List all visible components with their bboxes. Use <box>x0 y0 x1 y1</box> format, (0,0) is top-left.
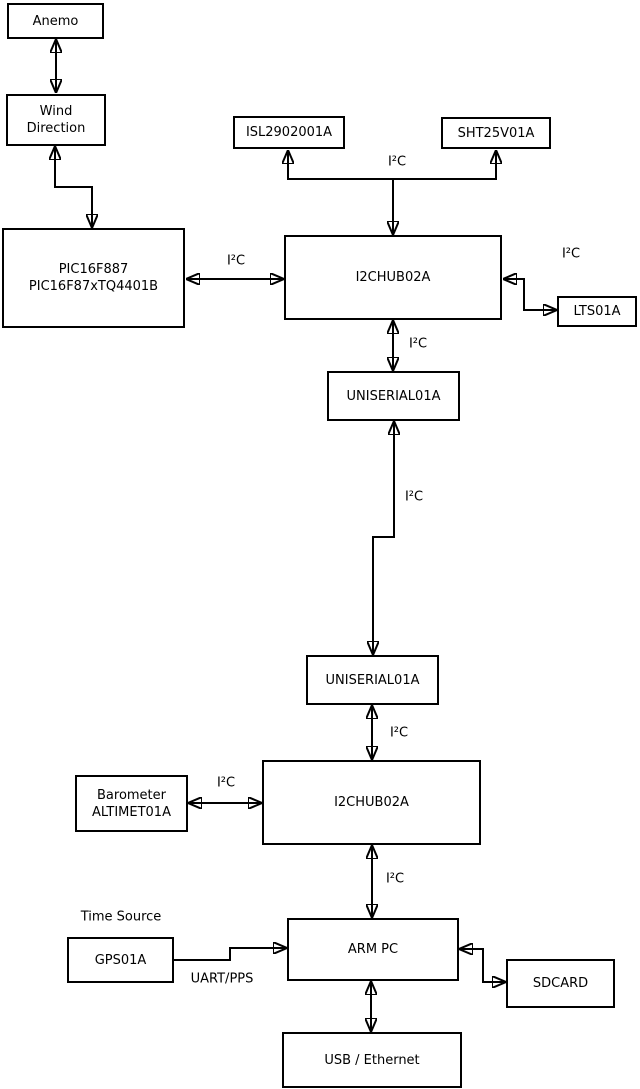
node-i2chub02a-1: I2CHUB02A <box>284 235 502 320</box>
node-uniserial01a-1-label: UNISERIAL01A <box>346 388 441 404</box>
node-barometer-line1: Barometer <box>97 787 166 803</box>
node-uniserial01a-1: UNISERIAL01A <box>327 371 460 421</box>
node-wind-direction: Wind Direction <box>6 94 106 146</box>
node-arm-pc-label: ARM PC <box>347 942 399 957</box>
node-isl2902001a: ISL2902001A <box>233 116 345 149</box>
node-isl2902001a-label: ISL2902001A <box>245 125 333 140</box>
connector-armpc-sdcard <box>460 949 505 982</box>
node-i2chub02a-2-label: I2CHUB02A <box>334 795 409 810</box>
node-usb-ethernet: USB / Ethernet <box>282 1032 462 1088</box>
node-lts01a-label: LTS01A <box>573 304 621 319</box>
label-i2c-pic-hub1: I²C <box>226 253 246 269</box>
node-gps01a-label: GPS01A <box>94 952 147 968</box>
label-i2c-hub2-armpc: I²C <box>385 871 405 887</box>
node-uniserial01a-2: UNISERIAL01A <box>306 655 439 705</box>
label-uart-pps: UART/PPS <box>190 971 254 987</box>
connector-hub1-lts <box>504 279 556 310</box>
node-pic16f887-line2: PIC16F87xTQ4401B <box>28 279 159 294</box>
node-barometer-line2: ALTIMET01A <box>92 804 171 820</box>
node-arm-pc: ARM PC <box>287 918 459 981</box>
connector-uniserial1-uniserial2 <box>373 422 394 654</box>
label-i2c-hub1-uniserial: I²C <box>408 336 428 352</box>
node-i2chub02a-1-label: I2CHUB02A <box>355 270 431 285</box>
node-anemo: Anemo <box>7 3 104 39</box>
node-sht25v01a: SHT25V01A <box>441 117 551 149</box>
connector-gps-armpc <box>174 948 286 961</box>
label-i2c-uniserial-hub2: I²C <box>389 725 409 741</box>
connector-wind-pic <box>55 147 92 227</box>
node-pic16f887-line1: PIC16F887 <box>58 262 129 277</box>
node-sht25v01a-label: SHT25V01A <box>457 125 535 141</box>
node-wind-direction-line1: Wind <box>39 104 73 119</box>
node-barometer-altimet01a: Barometer ALTIMET01A <box>75 775 188 832</box>
node-i2chub02a-2: I2CHUB02A <box>262 760 481 845</box>
node-wind-direction-line2: Direction <box>26 121 86 136</box>
label-i2c-lts: I²C <box>561 246 581 262</box>
node-sdcard: SDCARD <box>506 959 615 1008</box>
node-lts01a: LTS01A <box>557 296 637 327</box>
node-pic16f887: PIC16F887 PIC16F87xTQ4401B <box>2 228 185 328</box>
label-i2c-sensor-branch: I²C <box>387 154 407 170</box>
node-anemo-label: Anemo <box>32 13 79 29</box>
label-i2c-barometer: I²C <box>216 775 236 791</box>
label-time-source: Time Source <box>80 909 162 925</box>
label-i2c-uniserial-link: I²C <box>404 489 424 505</box>
node-usb-ethernet-label: USB / Ethernet <box>324 1052 420 1068</box>
node-uniserial01a-2-label: UNISERIAL01A <box>325 672 420 688</box>
node-gps01a: GPS01A <box>67 937 174 983</box>
node-sdcard-label: SDCARD <box>532 976 589 991</box>
